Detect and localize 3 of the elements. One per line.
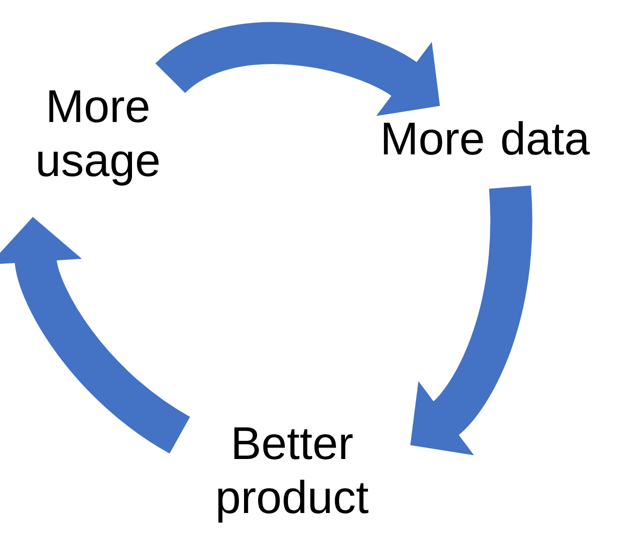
text-label: More data [384,121,590,155]
text-label: Better product [218,427,368,523]
text-label: More usage [38,90,159,186]
